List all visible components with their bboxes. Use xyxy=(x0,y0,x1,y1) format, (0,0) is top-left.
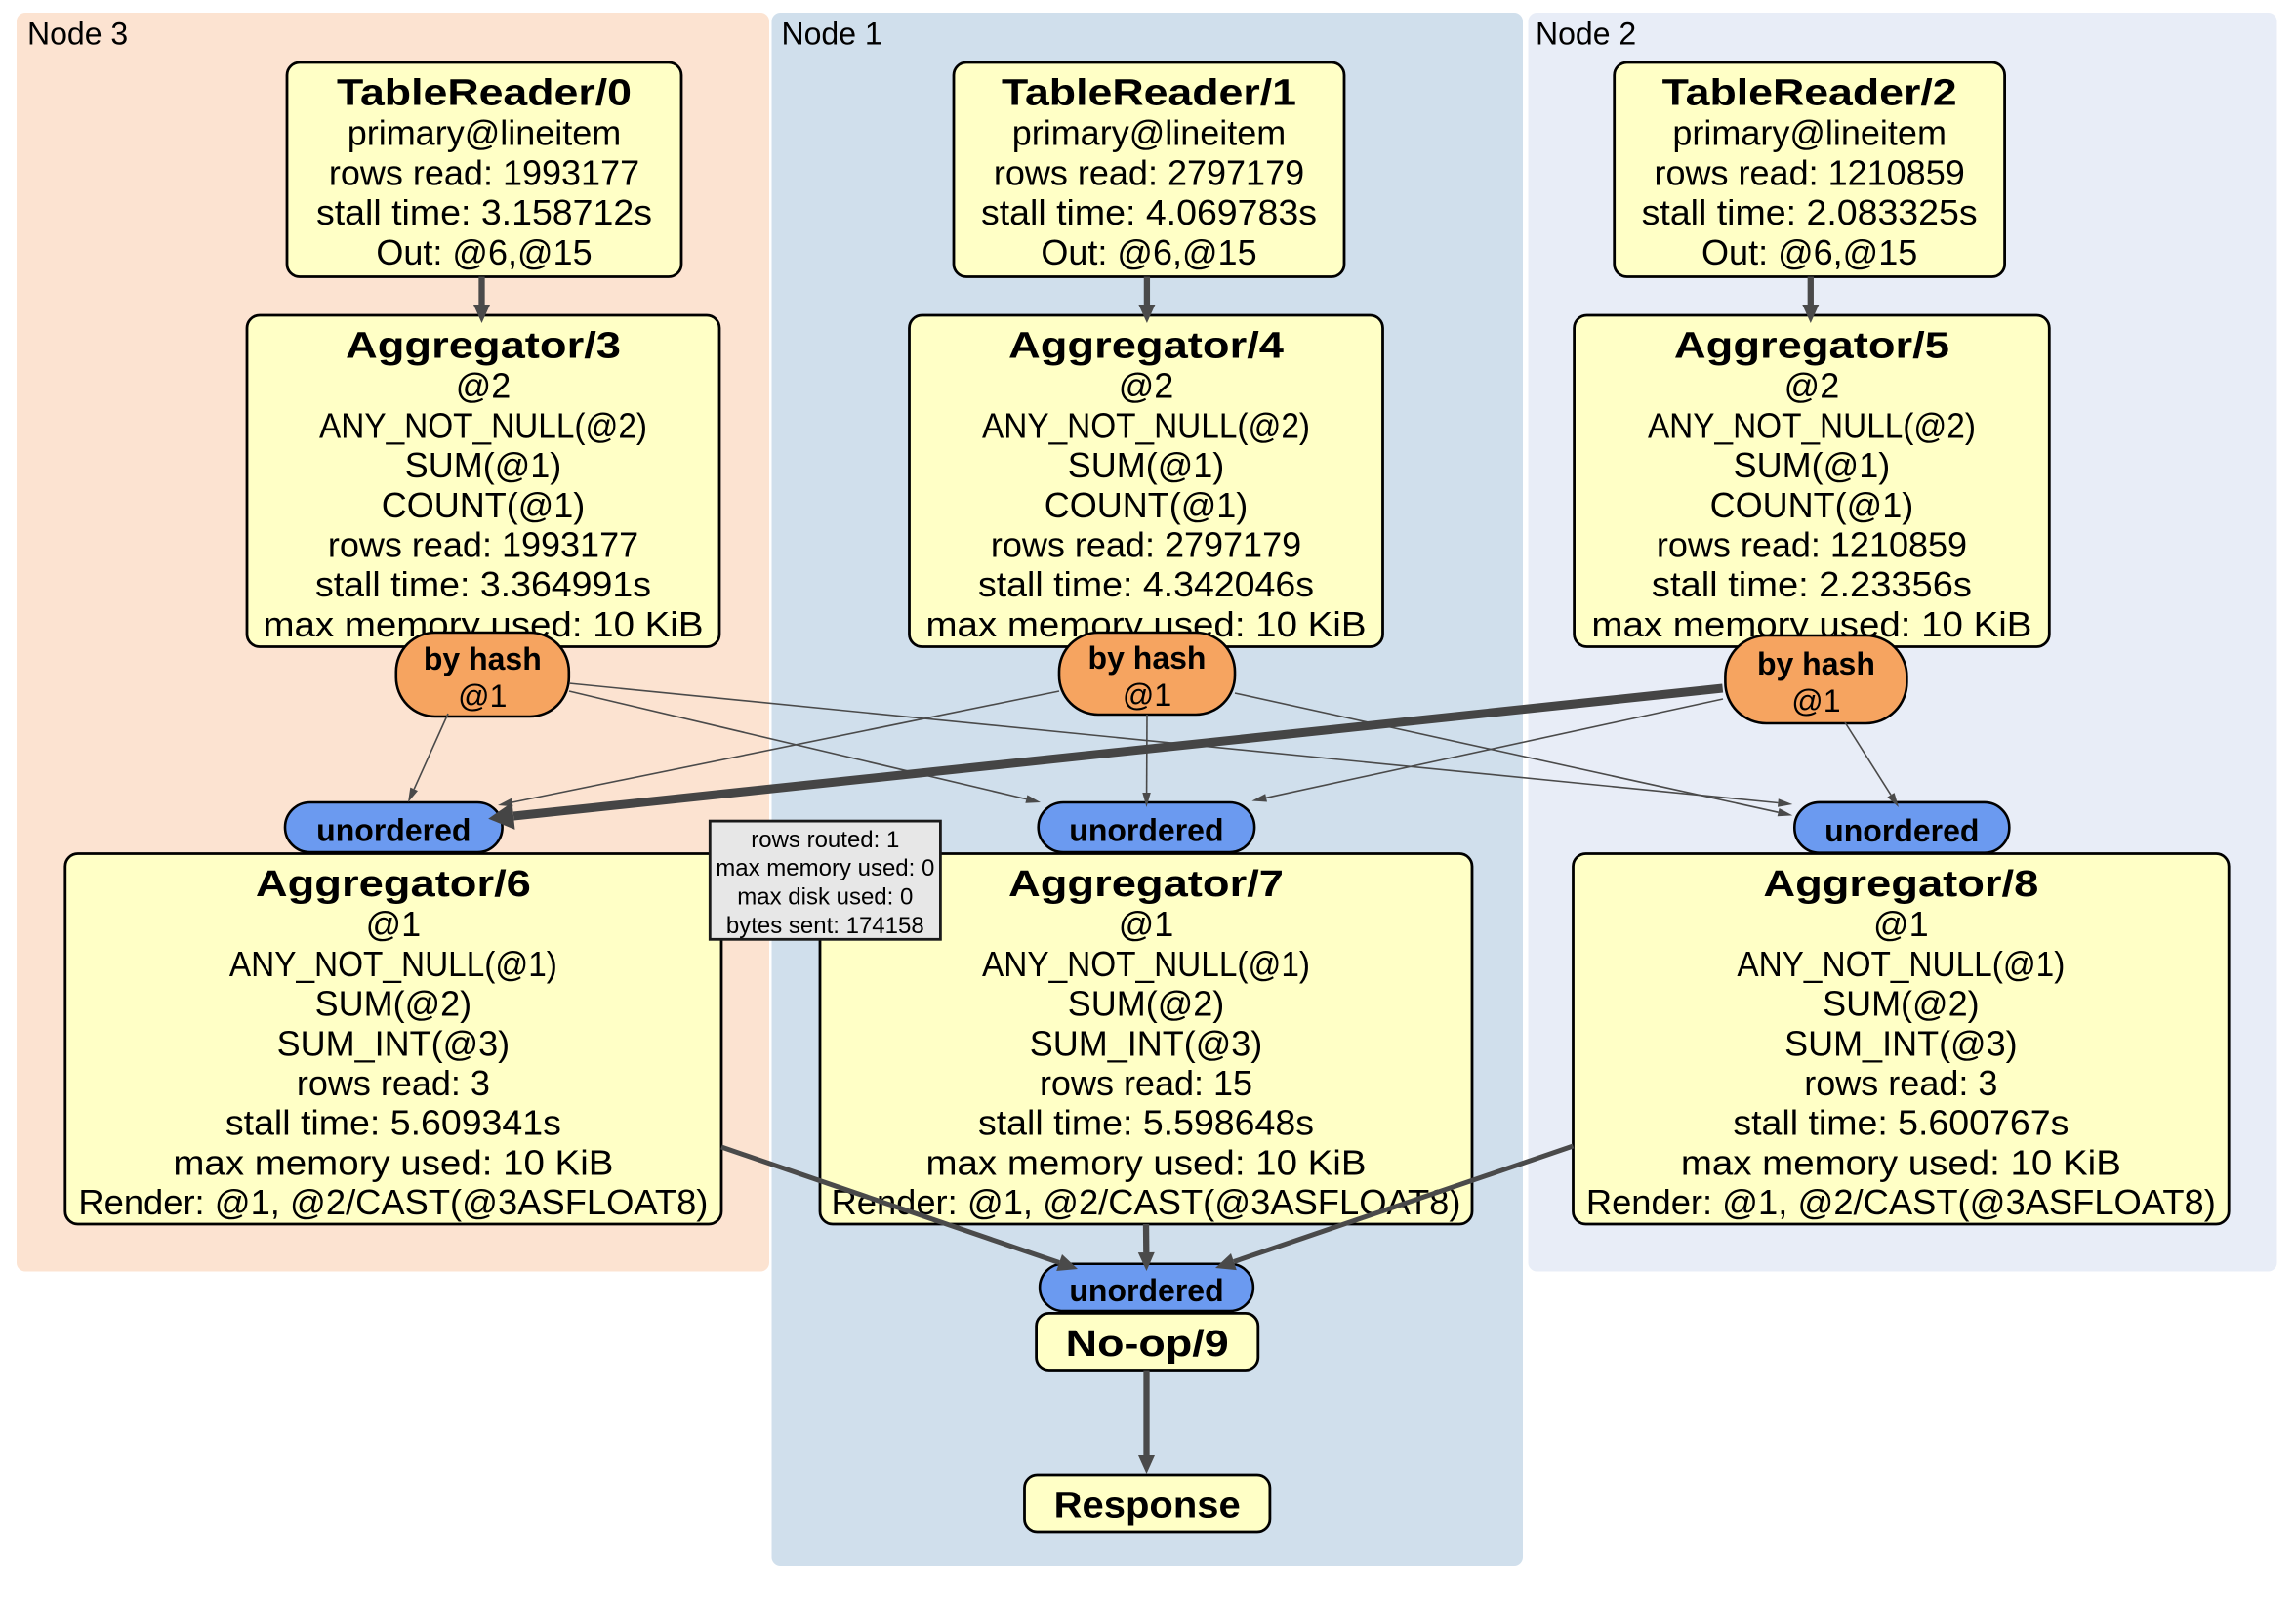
svg-text:Out: @6,@15: Out: @6,@15 xyxy=(1041,232,1256,272)
svg-text:SUM(@1): SUM(@1) xyxy=(405,445,562,485)
svg-text:Node 3: Node 3 xyxy=(27,17,128,52)
svg-text:primary@lineitem: primary@lineitem xyxy=(1672,113,1947,153)
svg-text:by hash: by hash xyxy=(424,641,542,676)
svg-text:stall time: 2.083325s: stall time: 2.083325s xyxy=(1642,192,1978,232)
svg-text:by hash: by hash xyxy=(1757,646,1875,681)
svg-text:Aggregator/7: Aggregator/7 xyxy=(1008,864,1284,905)
svg-text:Aggregator/3: Aggregator/3 xyxy=(346,326,621,367)
svg-text:SUM_INT(@3): SUM_INT(@3) xyxy=(1030,1023,1263,1063)
svg-text:by hash: by hash xyxy=(1088,640,1207,676)
svg-text:rows read: 1993177: rows read: 1993177 xyxy=(328,525,638,565)
svg-text:primary@lineitem: primary@lineitem xyxy=(348,113,622,153)
svg-text:ANY_NOT_NULL(@2): ANY_NOT_NULL(@2) xyxy=(982,405,1310,445)
svg-text:ANY_NOT_NULL(@2): ANY_NOT_NULL(@2) xyxy=(1648,405,1976,445)
svg-text:unordered: unordered xyxy=(1824,813,1979,848)
svg-text:@1: @1 xyxy=(1119,904,1174,944)
svg-text:stall time: 2.23356s: stall time: 2.23356s xyxy=(1652,564,1972,604)
svg-text:TableReader/0: TableReader/0 xyxy=(337,73,632,114)
svg-text:ANY_NOT_NULL(@1): ANY_NOT_NULL(@1) xyxy=(229,944,557,984)
svg-text:No-op/9: No-op/9 xyxy=(1066,1324,1229,1365)
svg-text:SUM(@2): SUM(@2) xyxy=(1823,984,1980,1024)
svg-text:@1: @1 xyxy=(366,904,422,944)
svg-text:max disk used: 0: max disk used: 0 xyxy=(737,884,913,911)
svg-text:max memory used: 10 KiB: max memory used: 10 KiB xyxy=(173,1142,613,1182)
svg-text:unordered: unordered xyxy=(1069,813,1223,848)
svg-text:@1: @1 xyxy=(1873,904,1929,944)
svg-text:@2: @2 xyxy=(456,366,512,406)
svg-text:Node 1: Node 1 xyxy=(782,17,882,52)
svg-text:primary@lineitem: primary@lineitem xyxy=(1012,113,1287,153)
svg-text:SUM_INT(@3): SUM_INT(@3) xyxy=(1784,1023,2018,1063)
svg-text:COUNT(@1): COUNT(@1) xyxy=(1710,485,1914,525)
svg-text:rows read: 1993177: rows read: 1993177 xyxy=(329,152,639,192)
svg-text:rows read: 2797179: rows read: 2797179 xyxy=(991,525,1301,565)
svg-text:stall time: 3.158712s: stall time: 3.158712s xyxy=(316,192,652,232)
svg-text:Out: @6,@15: Out: @6,@15 xyxy=(376,232,592,272)
svg-text:rows read: 2797179: rows read: 2797179 xyxy=(994,152,1304,192)
svg-text:Response: Response xyxy=(1054,1486,1241,1527)
svg-text:Aggregator/6: Aggregator/6 xyxy=(256,864,531,905)
svg-text:Render: @1, @2/CAST(@3ASFLOAT8: Render: @1, @2/CAST(@3ASFLOAT8) xyxy=(78,1182,708,1222)
svg-text:TableReader/1: TableReader/1 xyxy=(1002,73,1296,114)
svg-text:Out: @6,@15: Out: @6,@15 xyxy=(1702,232,1917,272)
svg-text:rows read: 15: rows read: 15 xyxy=(1040,1063,1252,1103)
svg-text:@1: @1 xyxy=(1791,683,1840,718)
svg-text:COUNT(@1): COUNT(@1) xyxy=(382,485,586,525)
svg-text:ANY_NOT_NULL(@1): ANY_NOT_NULL(@1) xyxy=(982,944,1310,984)
svg-text:stall time: 3.364991s: stall time: 3.364991s xyxy=(315,564,651,604)
svg-text:rows read: 3: rows read: 3 xyxy=(1804,1063,1997,1103)
svg-text:Render: @1, @2/CAST(@3ASFLOAT8: Render: @1, @2/CAST(@3ASFLOAT8) xyxy=(832,1182,1461,1222)
svg-text:stall time: 5.600767s: stall time: 5.600767s xyxy=(1733,1103,2069,1143)
svg-text:SUM(@1): SUM(@1) xyxy=(1068,445,1225,485)
svg-text:unordered: unordered xyxy=(316,813,471,848)
svg-text:stall time: 4.069783s: stall time: 4.069783s xyxy=(981,192,1317,232)
svg-text:stall time: 4.342046s: stall time: 4.342046s xyxy=(978,564,1314,604)
svg-text:max memory used: 10 KiB: max memory used: 10 KiB xyxy=(1681,1142,2121,1182)
svg-text:Aggregator/8: Aggregator/8 xyxy=(1763,864,2038,905)
svg-text:max memory used: 0: max memory used: 0 xyxy=(716,855,934,881)
svg-text:rows read: 1210859: rows read: 1210859 xyxy=(1655,152,1965,192)
svg-text:bytes sent: 174158: bytes sent: 174158 xyxy=(726,913,924,939)
svg-text:SUM(@1): SUM(@1) xyxy=(1734,445,1891,485)
svg-text:COUNT(@1): COUNT(@1) xyxy=(1045,485,1249,525)
svg-text:rows read: 3: rows read: 3 xyxy=(297,1063,490,1103)
svg-text:ANY_NOT_NULL(@2): ANY_NOT_NULL(@2) xyxy=(319,405,647,445)
svg-text:stall time: 5.598648s: stall time: 5.598648s xyxy=(978,1103,1314,1143)
svg-text:Render: @1, @2/CAST(@3ASFLOAT8: Render: @1, @2/CAST(@3ASFLOAT8) xyxy=(1586,1182,2216,1222)
svg-text:rows read: 1210859: rows read: 1210859 xyxy=(1657,525,1967,565)
svg-text:SUM_INT(@3): SUM_INT(@3) xyxy=(277,1023,511,1063)
svg-text:rows routed: 1: rows routed: 1 xyxy=(751,827,899,853)
svg-text:max memory used: 10 KiB: max memory used: 10 KiB xyxy=(926,1142,1367,1182)
svg-text:@1: @1 xyxy=(458,678,507,714)
svg-text:SUM(@2): SUM(@2) xyxy=(315,984,472,1024)
svg-text:Aggregator/4: Aggregator/4 xyxy=(1008,326,1284,367)
svg-text:SUM(@2): SUM(@2) xyxy=(1068,984,1225,1024)
svg-text:ANY_NOT_NULL(@1): ANY_NOT_NULL(@1) xyxy=(1737,944,2065,984)
svg-text:Node 2: Node 2 xyxy=(1536,17,1636,52)
svg-text:@2: @2 xyxy=(1119,366,1174,406)
svg-text:@2: @2 xyxy=(1784,366,1840,406)
svg-text:Aggregator/5: Aggregator/5 xyxy=(1674,326,1949,367)
svg-text:@1: @1 xyxy=(1123,677,1171,713)
svg-text:stall time: 5.609341s: stall time: 5.609341s xyxy=(226,1103,561,1143)
svg-text:TableReader/2: TableReader/2 xyxy=(1662,73,1957,114)
svg-text:unordered: unordered xyxy=(1069,1273,1223,1308)
